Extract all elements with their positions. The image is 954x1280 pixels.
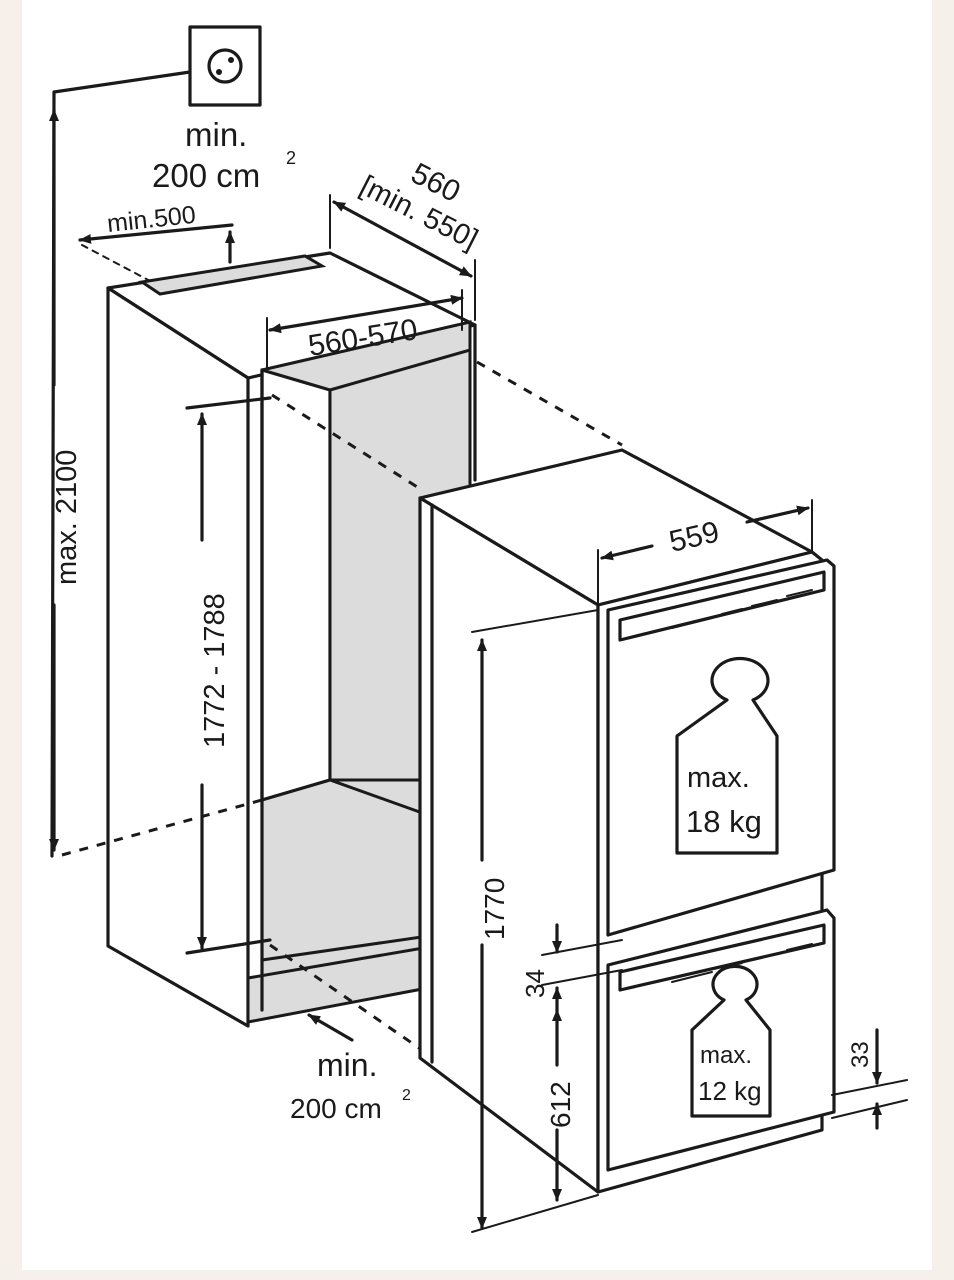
niche-width-arrow bbox=[268, 294, 464, 334]
top-vent-area-sup: 2 bbox=[286, 148, 296, 168]
fridge-load-max-label: max. bbox=[687, 762, 750, 794]
bottom-vent-min-label: min. bbox=[317, 1047, 377, 1083]
power-socket-icon bbox=[188, 25, 262, 107]
top-vent-min-label: min. bbox=[185, 116, 247, 153]
gap-34-label: 34 bbox=[520, 969, 550, 998]
appliance bbox=[418, 448, 836, 1194]
min-500-guide bbox=[81, 244, 153, 283]
freezer-load-value-label: 12 kg bbox=[698, 1076, 762, 1106]
lower-612-label: 612 bbox=[545, 1081, 576, 1128]
diagram-svg: max. 2100 min. 200 cm 2 min.500 560 [min… bbox=[49, 25, 908, 1233]
fridge-load-value-label: 18 kg bbox=[686, 804, 762, 839]
max-height-extension-line bbox=[50, 70, 192, 858]
top-vent-area-label: 200 cm bbox=[152, 157, 260, 194]
offset-33-label: 33 bbox=[847, 1041, 874, 1068]
freezer-load-max-label: max. bbox=[700, 1042, 752, 1069]
min-500-arrow bbox=[78, 223, 234, 244]
weight-icon: max. 12 kg bbox=[690, 964, 772, 1118]
depth-arrow bbox=[332, 200, 473, 278]
installation-diagram: max. 2100 min. 200 cm 2 min.500 560 [min… bbox=[22, 0, 932, 1270]
bottom-vent-arrow bbox=[307, 1013, 354, 1042]
niche-height-label: 1772 - 1788 bbox=[199, 593, 231, 748]
appliance-height-label: 1770 bbox=[479, 878, 510, 940]
bottom-vent-area-sup: 2 bbox=[402, 1087, 411, 1104]
weight-icon: max. 18 kg bbox=[675, 656, 779, 855]
bottom-vent-area-label: 200 cm bbox=[290, 1093, 382, 1124]
max-height-label: max. 2100 bbox=[51, 450, 83, 585]
